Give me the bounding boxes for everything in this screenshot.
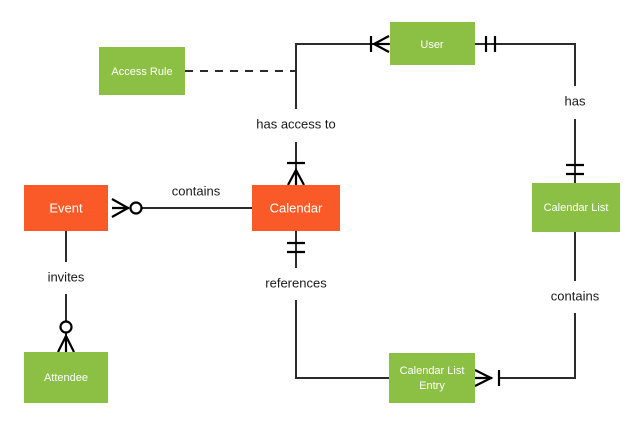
- entity-calendar-label: Calendar: [270, 200, 323, 215]
- entity-user-box[interactable]: [390, 22, 475, 65]
- marker-zero-or-many-attendee: [57, 320, 75, 353]
- entity-calendar-list-label: Calendar List: [544, 202, 609, 214]
- entity-access-rule[interactable]: Access Rule: [99, 47, 185, 95]
- entity-access-rule-box[interactable]: [99, 47, 185, 95]
- rel-label-contains-event-calendar: contains: [172, 183, 221, 198]
- entity-user[interactable]: User: [390, 22, 475, 65]
- rel-label-references: references: [265, 275, 327, 290]
- connector-user-calendarlist-upper: [475, 43, 576, 86]
- entity-event-box[interactable]: [24, 185, 108, 231]
- marker-zero-or-many-event: [111, 198, 143, 218]
- entity-attendee-box[interactable]: [24, 352, 108, 403]
- entity-calendar-box[interactable]: [252, 185, 340, 231]
- entity-calendar-list-entry-label-line2: Entry: [419, 380, 445, 392]
- entity-calendar-list-entry-label-line1: Calendar List: [400, 365, 465, 377]
- rel-label-contains-list-entry: contains: [551, 288, 600, 303]
- entity-attendee[interactable]: Attendee: [24, 352, 108, 403]
- connector-calendar-entry-lower: [295, 300, 389, 379]
- marker-one-or-many-entry-right: [474, 369, 501, 387]
- connector-user-calendar-upper: [295, 43, 390, 109]
- relationship-label-layer: contains has access to has invites refer…: [48, 93, 600, 303]
- entity-layer: Access Rule User Event Calendar Calendar…: [24, 22, 620, 403]
- marker-one-and-only-one-calendar-bottom: [287, 241, 305, 254]
- entity-attendee-label: Attendee: [44, 372, 88, 384]
- entity-calendar-list-entry-box[interactable]: [389, 353, 475, 403]
- connector-calendarlist-entry-lower: [499, 313, 576, 379]
- entity-user-label: User: [420, 39, 444, 51]
- rel-label-has-access-to: has access to: [256, 116, 336, 131]
- entity-calendar[interactable]: Calendar: [252, 185, 340, 231]
- connector-layer: [65, 43, 576, 379]
- marker-one-or-many-user-left: [369, 35, 390, 53]
- cardinality-layer: [57, 35, 584, 387]
- marker-one-and-only-one-user-right: [484, 36, 497, 52]
- marker-one-and-only-one-calendarlist-top: [566, 163, 584, 176]
- entity-calendar-list-entry[interactable]: Calendar List Entry: [389, 353, 475, 403]
- entity-access-rule-label: Access Rule: [111, 66, 172, 78]
- marker-one-or-many-calendar-top: [287, 161, 305, 186]
- rel-label-has: has: [565, 93, 586, 108]
- entity-calendar-list-box[interactable]: [532, 183, 620, 232]
- rel-label-invites: invites: [48, 269, 85, 284]
- entity-calendar-list[interactable]: Calendar List: [532, 183, 620, 232]
- entity-event-label: Event: [49, 200, 83, 215]
- entity-event[interactable]: Event: [24, 185, 108, 231]
